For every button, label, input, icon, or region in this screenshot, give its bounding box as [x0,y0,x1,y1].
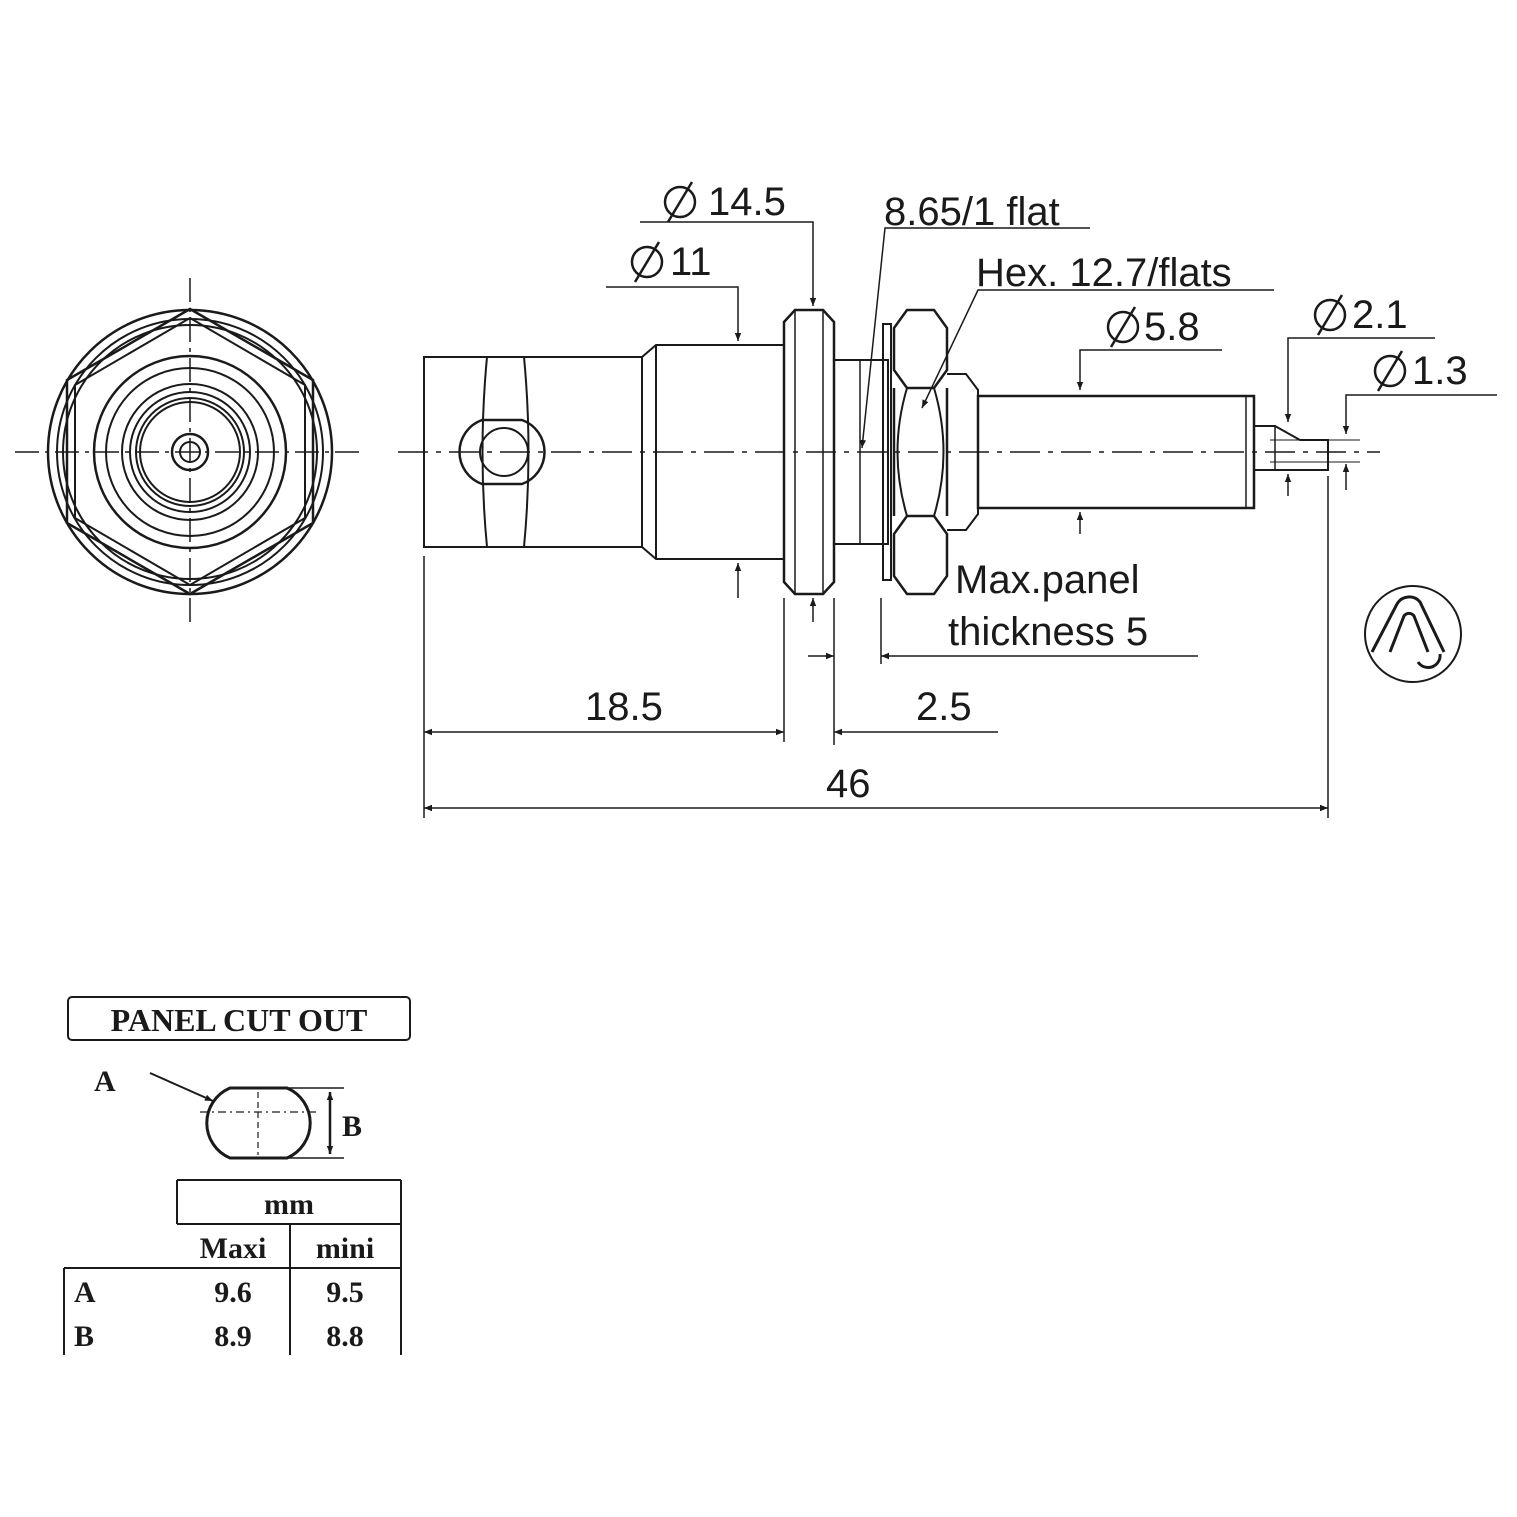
table-row-b-max: 8.9 [214,1320,252,1353]
label-length-2-5: 2.5 [916,685,972,729]
label-flat: 8.65/1 flat [884,190,1060,234]
table-row-a-max: 9.6 [214,1276,252,1309]
solder-cup-icon [1364,585,1462,683]
label-panel-line1: Max.panel [955,558,1140,602]
label-length-46: 46 [826,762,871,806]
label-dia-5-8: 5.8 [1144,305,1200,349]
label-dia-14-5: 14.5 [708,180,786,224]
front-view [15,278,365,625]
cutout-title: PANEL CUT OUT [111,1002,368,1038]
table-row-a-label: A [74,1276,96,1309]
table-row-b-min: 8.8 [326,1320,364,1353]
side-view [398,308,1380,596]
table-row-b-label: B [74,1320,94,1353]
cutout-label-a: A [94,1065,116,1098]
diameter-symbols [630,181,1407,392]
label-dia-11: 11 [670,240,712,284]
label-panel-line2: thickness 5 [948,610,1148,654]
label-dia-1-3: 1.3 [1412,349,1468,393]
dimension-lines [423,221,1497,818]
panel-cutout: PANEL CUT OUT A B mm Maxi mini A 9.6 9.5… [63,996,411,1355]
cutout-table [63,1179,402,1355]
label-length-18-5: 18.5 [585,685,663,729]
table-row-a-min: 9.5 [326,1276,364,1309]
label-hex: Hex. 12.7/flats [976,251,1232,295]
table-unit: mm [264,1188,314,1221]
label-dia-2-1: 2.1 [1352,293,1408,337]
cutout-label-b: B [342,1110,362,1143]
table-header-min: mini [316,1232,374,1265]
table-header-max: Maxi [200,1232,267,1265]
